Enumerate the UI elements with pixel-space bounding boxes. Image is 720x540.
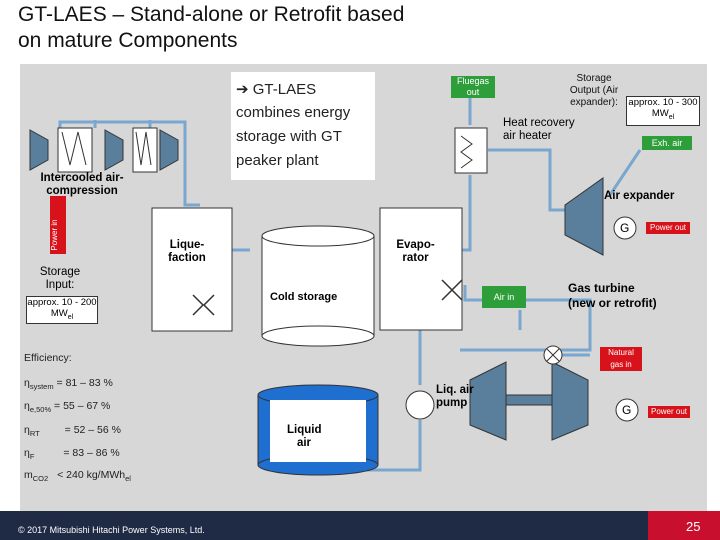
- air-expander-label: Air expander: [604, 190, 675, 202]
- page-number: 25: [686, 519, 701, 534]
- liquefaction-unit: [151, 207, 233, 332]
- compressor-1: [29, 129, 49, 171]
- efficiency-row: ηsystem = 81 – 83 %: [24, 377, 113, 392]
- slide-title-line2: on mature Components: [18, 29, 238, 52]
- slide-title-line1: GT-LAES – Stand-alone or Retrofit based: [18, 3, 405, 26]
- liq-air-pump-symbol: [405, 390, 435, 420]
- intercoolers: [57, 127, 158, 173]
- intercooled-label: Intercooled air-compression: [40, 172, 124, 197]
- callout-line3: storage with GT: [236, 128, 342, 145]
- callout-line4: peaker plant: [236, 152, 319, 169]
- power-out-1-label: Power out: [646, 222, 690, 234]
- footer-bar: [0, 511, 720, 540]
- storage-output-value-box: approx. 10 - 300 MWel: [626, 96, 700, 126]
- power-out-2-label: Power out: [648, 406, 690, 418]
- gt-turbine-shape: [551, 361, 589, 441]
- pipe-exhaust: [608, 149, 642, 196]
- exh-air-label: Exh. air: [642, 136, 692, 150]
- cold-storage-label: Cold storage: [270, 291, 338, 303]
- gas-turbine-label: Gas turbine(new or retrofit): [568, 281, 657, 310]
- efficiency-heading: Efficiency:: [24, 352, 72, 364]
- storage-input-value-box: approx. 10 - 200 MWel: [26, 296, 98, 324]
- heat-recovery-hx: [454, 127, 488, 174]
- efficiency-row: ηF = 83 – 86 %: [24, 447, 120, 462]
- gt-laes-callout: [231, 72, 375, 180]
- generator-2-label: G: [622, 403, 632, 417]
- callout-line2: combines energy: [236, 104, 351, 121]
- generator-1: [613, 216, 637, 240]
- slide-title: GT-LAES – Stand-alone or Retrofit based …: [18, 2, 404, 54]
- copyright-text: © 2017 Mitsubishi Hitachi Power Systems,…: [18, 525, 205, 535]
- page-number-box: [648, 511, 720, 540]
- air-in-label: Air in: [482, 286, 526, 308]
- pipe-heatrec-expander: [488, 148, 565, 212]
- callout-line1: ➔ GT-LAES: [236, 81, 317, 98]
- liquid-air-tank: [257, 384, 379, 476]
- power-in-marker: Power in: [50, 196, 66, 254]
- combustor: [505, 394, 553, 406]
- efficiency-row: ηe,50% = 55 – 67 %: [24, 400, 111, 415]
- evaporator-unit: [379, 207, 463, 331]
- evaporator-label: Evapo-rator: [396, 239, 435, 264]
- generator-2: [615, 398, 639, 422]
- air-expander-shape: [564, 177, 604, 256]
- pipe-compressor-inner: [93, 120, 152, 128]
- generator-1-label: G: [620, 221, 630, 235]
- compressor-2: [104, 129, 124, 171]
- gt-compressor-shape: [469, 361, 507, 441]
- compressor-stages: [29, 129, 179, 171]
- cold-storage-tank: [261, 225, 375, 347]
- compressor-3: [159, 129, 179, 171]
- efficiency-row: mCO2 < 240 kg/MWhel: [24, 469, 131, 484]
- efficiency-row: ηRT = 52 – 56 %: [24, 424, 121, 439]
- liquefaction-label: Lique-faction: [168, 239, 206, 264]
